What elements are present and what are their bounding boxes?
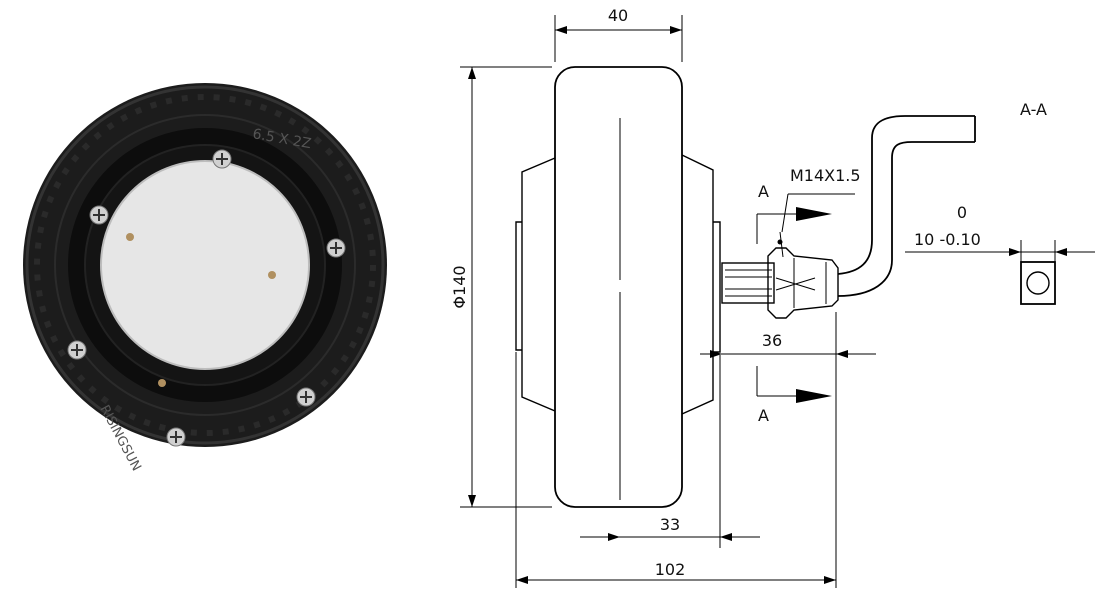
- section-marker-bottom: A: [756, 366, 832, 425]
- section-title: A-A: [1020, 100, 1047, 119]
- screw-2: [89, 205, 109, 225]
- dim-total: 102: [655, 560, 686, 579]
- dim-diameter: Φ140: [450, 265, 469, 308]
- cable-upper: [837, 115, 975, 275]
- svg-text:A: A: [758, 406, 769, 425]
- axle: [721, 231, 839, 319]
- hub-cap: [101, 161, 309, 369]
- screw-5: [296, 387, 316, 407]
- tire-outline: [554, 66, 683, 508]
- tolerance-lower: 10 -0.10: [914, 230, 981, 249]
- screw-6: [166, 427, 186, 447]
- hub-left-outline: [521, 157, 556, 412]
- dim-offset: 33: [660, 515, 680, 534]
- dim-axle: 36: [762, 331, 782, 350]
- technical-drawing: 40 Φ140 33 102 36 M14X1.5 A: [450, 6, 1095, 588]
- screw-3: [326, 238, 346, 258]
- tolerance-upper: 0: [957, 203, 967, 222]
- hub-right-outline: [681, 154, 714, 415]
- screw-4: [67, 340, 87, 360]
- svg-text:A: A: [758, 182, 769, 201]
- cable-lower: [837, 141, 975, 297]
- shaft-section: [1020, 261, 1056, 305]
- section-marker-top: A: [756, 182, 832, 244]
- wheel-photo: 6.5 X 2Z RISINGSUN: [23, 83, 387, 474]
- dim-width-top: 40: [608, 6, 628, 25]
- thread-label: M14X1.5: [790, 166, 861, 185]
- screw-1: [212, 149, 232, 169]
